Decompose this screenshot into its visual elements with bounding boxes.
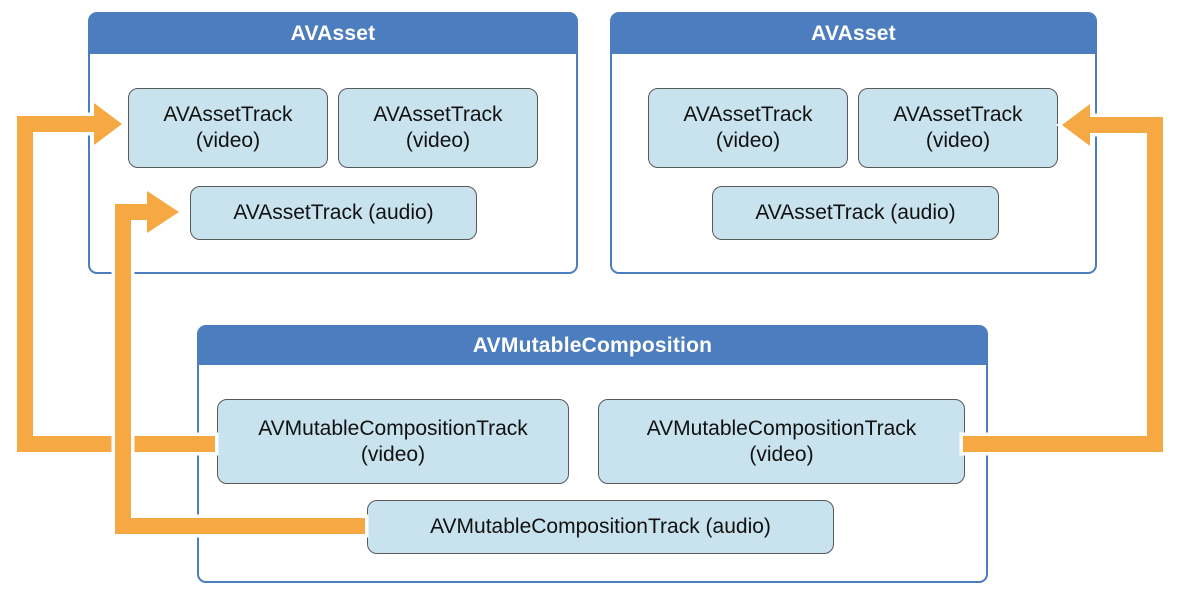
panel-title: AVAsset	[811, 22, 896, 45]
panel-avmutablecomposition-header: AVMutableComposition	[199, 327, 986, 365]
track-sublabel: (video)	[405, 129, 471, 152]
panel-title: AVAsset	[290, 22, 376, 45]
track-sublabel: (video)	[195, 129, 261, 152]
track-asset-left-audio: AVAssetTrack (audio)	[190, 186, 477, 240]
track-sublabel: (video)	[715, 129, 781, 152]
track-composition-video-2: AVMutableCompositionTrack (video)	[598, 399, 965, 484]
track-label: AVAssetTrack	[373, 103, 503, 126]
panel-avmutablecomposition: AVMutableComposition AVMutableCompositio…	[197, 325, 988, 583]
track-label: AVMutableCompositionTrack (audio)	[430, 515, 771, 538]
track-composition-video-1: AVMutableCompositionTrack (video)	[217, 399, 569, 484]
track-composition-audio: AVMutableCompositionTrack (audio)	[367, 500, 834, 554]
panel-avasset-right: AVAsset AVAssetTrack (video) AVAssetTrac…	[610, 12, 1097, 274]
track-label: AVMutableCompositionTrack	[646, 416, 917, 440]
track-sublabel: (video)	[749, 442, 814, 466]
track-label: AVMutableCompositionTrack	[258, 416, 528, 440]
track-asset-right-audio: AVAssetTrack (audio)	[712, 186, 999, 240]
panel-avasset-left: AVAsset AVAssetTrack (video) AVAssetTrac…	[88, 12, 578, 274]
panel-avasset-left-header: AVAsset	[90, 14, 576, 54]
track-label: AVAssetTrack	[893, 103, 1023, 126]
panel-title: AVMutableComposition	[472, 334, 713, 357]
track-label: AVAssetTrack	[683, 103, 813, 126]
track-label: AVAssetTrack	[163, 103, 293, 126]
track-asset-left-video-2: AVAssetTrack (video)	[338, 88, 538, 168]
track-label: AVAssetTrack (audio)	[233, 201, 434, 224]
track-label: AVAssetTrack (audio)	[755, 201, 956, 224]
track-asset-left-video-1: AVAssetTrack (video)	[128, 88, 328, 168]
panel-avasset-right-header: AVAsset	[612, 14, 1095, 54]
track-sublabel: (video)	[360, 442, 426, 466]
track-asset-right-video-2: AVAssetTrack (video)	[858, 88, 1058, 168]
track-sublabel: (video)	[925, 129, 991, 152]
track-asset-right-video-1: AVAssetTrack (video)	[648, 88, 848, 168]
